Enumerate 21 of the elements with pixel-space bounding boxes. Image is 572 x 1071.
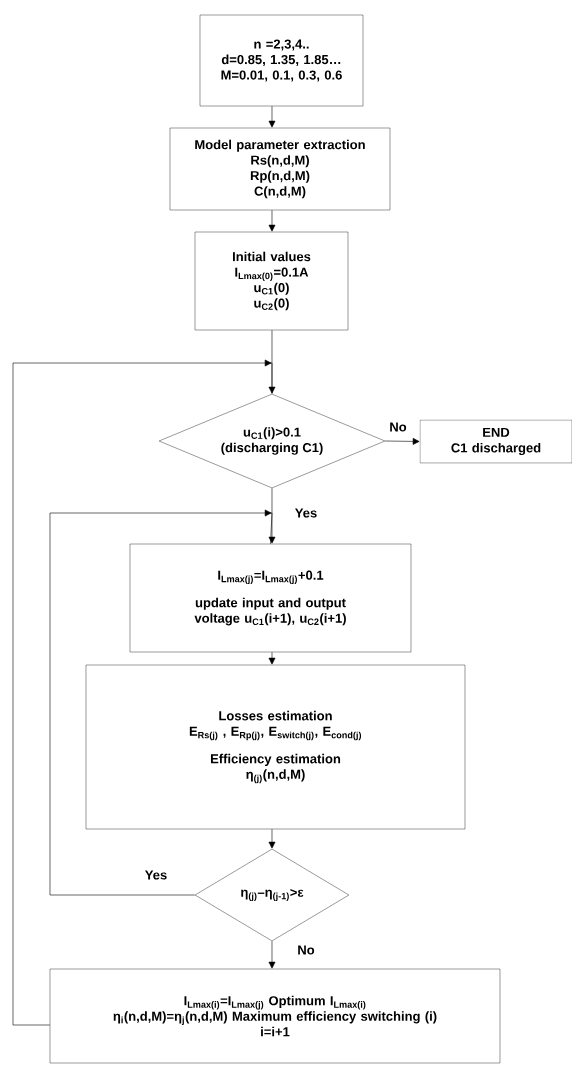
arrow	[268, 487, 276, 544]
arrow	[49, 509, 273, 896]
arrow	[268, 940, 276, 969]
arrow	[268, 651, 276, 665]
process-box: END C1 discharged	[419, 419, 572, 464]
process-box: n =2,3,4.. d=0.85, 1.35, 1.85… M=0.01, 0.1, 0.3, 0.6	[199, 14, 364, 107]
process-box: I$_{Lmax(i)}$=I$_{Lmax(j)}$ Optimum I$_{Lmax(i)}$ η$_{i}$(n,d,M)=η$_{j}$(n,d,M) Maximum efficiency switching (i) i=i+1	[49, 968, 501, 1064]
process-box: Model parameter extraction Rs(n,d,M) Rp(n,d,M) C(n,d,M)	[169, 127, 391, 211]
arrow	[384, 438, 420, 445]
arrow	[268, 105, 276, 128]
edge-label: No	[296, 944, 316, 956]
process-box: Initial values I$_{Lmax(0)}$=0.1A u$_{C1}$(0) u$_{C2}$(0)	[194, 231, 349, 331]
arrow	[268, 828, 276, 849]
edge-label: Yes	[143, 869, 169, 881]
arrow	[268, 209, 276, 232]
edge-label: Yes	[293, 507, 319, 519]
arrow	[12, 359, 273, 1026]
arrow	[268, 329, 276, 394]
process-box: I$_{Lmax(j)}$=I$_{Lmax(j)}$+0.1 update input and output voltage u$_{C1}$(i+1), u$_{C2}$(i+1)	[129, 543, 412, 653]
process-box: Losses estimation E$_{Rs(j)}$ , E$_{Rp(j)}$, E$_{switch(j)}$, E$_{cond(j)}$ Efficiency estimation η$_{(j)}$(n,d,M)	[85, 664, 466, 830]
edge-label: No	[388, 421, 408, 433]
